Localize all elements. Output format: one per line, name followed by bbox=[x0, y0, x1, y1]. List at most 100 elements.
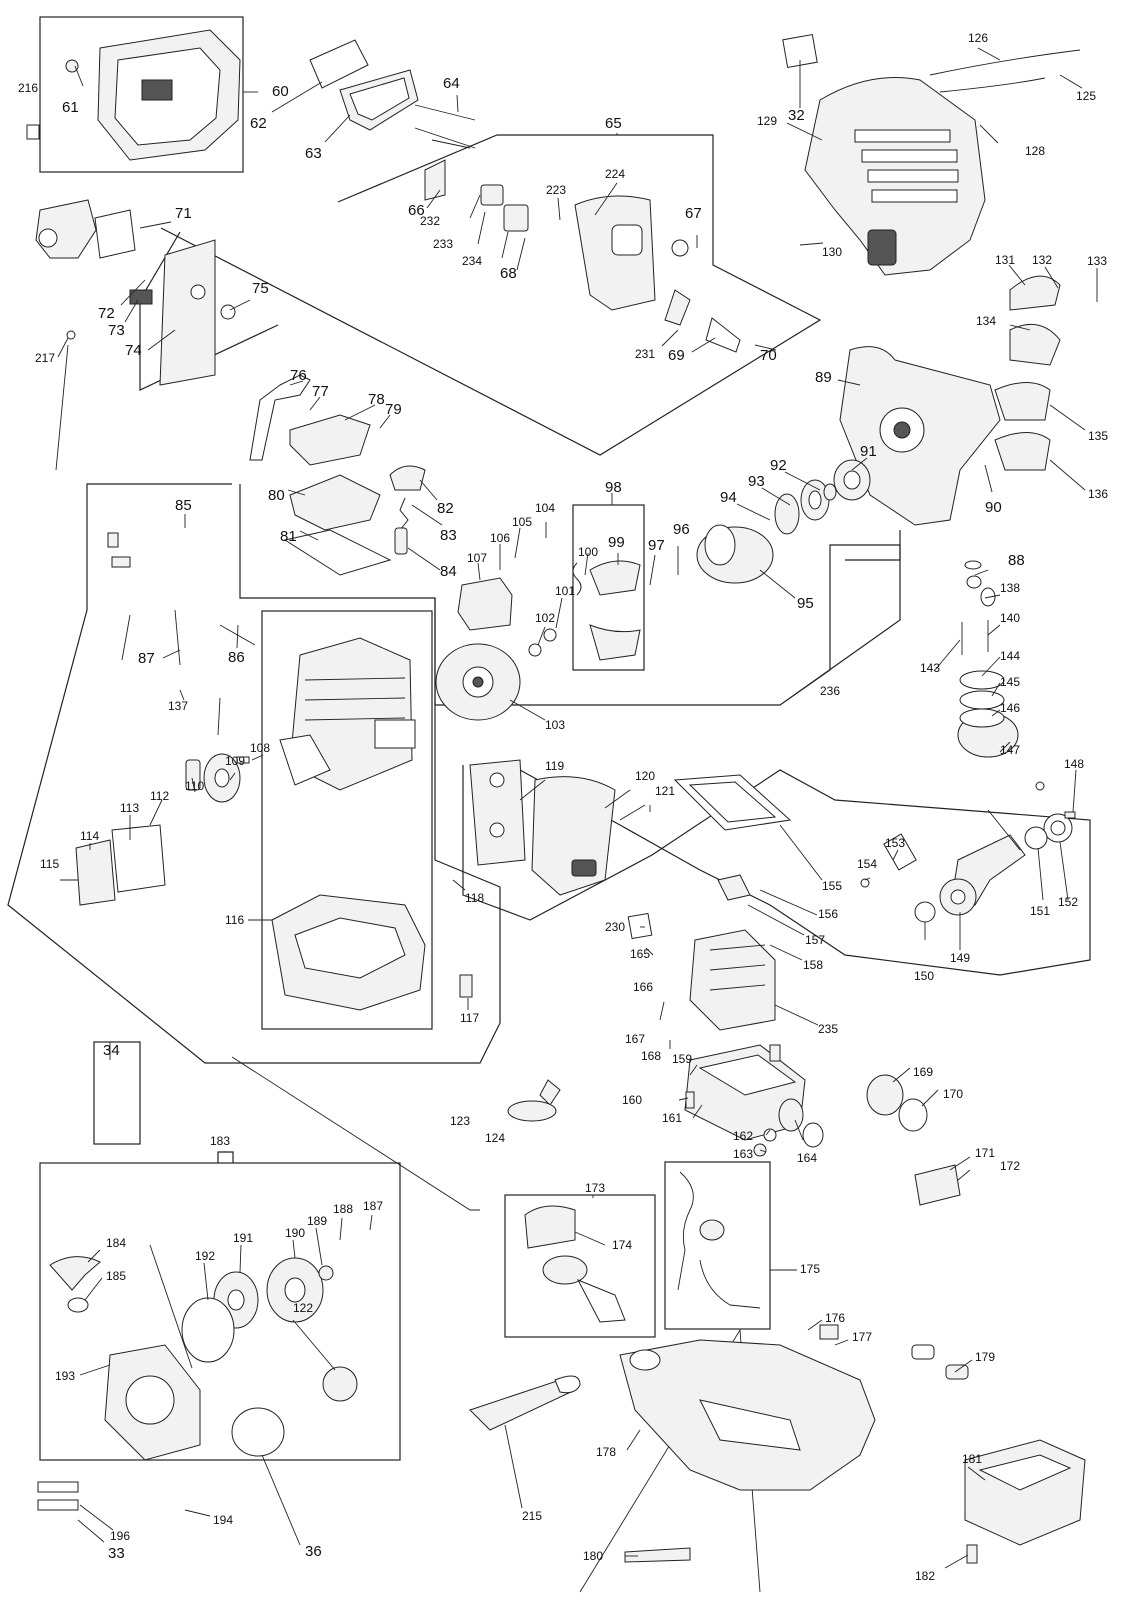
label-182: 182 bbox=[915, 1569, 935, 1583]
muffler-parts-icon bbox=[424, 159, 741, 353]
label-194: 194 bbox=[213, 1513, 233, 1527]
label-193: 193 bbox=[55, 1369, 75, 1383]
label-168: 168 bbox=[641, 1049, 661, 1063]
label-110: 110 bbox=[185, 779, 204, 793]
label-117: 117 bbox=[460, 1011, 479, 1025]
label-148: 148 bbox=[1064, 757, 1084, 771]
label-113: 113 bbox=[120, 801, 139, 815]
carburetor-icon bbox=[35, 199, 236, 471]
label-129: 129 bbox=[757, 114, 777, 128]
clutch-shoes-icon bbox=[572, 560, 641, 661]
muffler-icon bbox=[469, 759, 646, 896]
label-104: 104 bbox=[535, 501, 555, 515]
label-125: 125 bbox=[1076, 89, 1096, 103]
label-116: 116 bbox=[225, 913, 244, 927]
label-77: 77 bbox=[312, 383, 329, 400]
label-217: 217 bbox=[35, 351, 55, 365]
label-144: 144 bbox=[1000, 649, 1020, 663]
crankshaft-icon bbox=[883, 809, 1073, 923]
label-172: 172 bbox=[1000, 1159, 1020, 1173]
label-180: 180 bbox=[583, 1549, 603, 1563]
label-150: 150 bbox=[914, 969, 934, 983]
label-159: 159 bbox=[672, 1052, 692, 1066]
label-176: 176 bbox=[825, 1311, 845, 1325]
label-64: 64 bbox=[443, 75, 460, 92]
label-101: 101 bbox=[555, 584, 575, 598]
label-109: 109 bbox=[225, 754, 245, 768]
label-196: 196 bbox=[110, 1529, 130, 1543]
label-97: 97 bbox=[648, 537, 665, 554]
label-33: 33 bbox=[108, 1545, 125, 1562]
label-188: 188 bbox=[333, 1202, 353, 1216]
label-106: 106 bbox=[490, 531, 510, 545]
label-92: 92 bbox=[770, 457, 787, 474]
label-74: 74 bbox=[125, 342, 142, 359]
label-65: 65 bbox=[605, 115, 622, 132]
label-70: 70 bbox=[760, 347, 777, 364]
label-83: 83 bbox=[440, 527, 457, 544]
fuel-tank-icon bbox=[469, 1339, 876, 1563]
label-181: 181 bbox=[962, 1452, 982, 1466]
muffler-frame bbox=[160, 134, 822, 456]
label-73: 73 bbox=[108, 322, 125, 339]
tank-guide bbox=[579, 1328, 761, 1593]
intake-parts-icon bbox=[75, 697, 250, 906]
label-112: 112 bbox=[150, 789, 169, 803]
label-160: 160 bbox=[622, 1093, 642, 1107]
label-80: 80 bbox=[268, 487, 285, 504]
label-81: 81 bbox=[280, 528, 297, 545]
label-85: 85 bbox=[175, 497, 192, 514]
label-189: 189 bbox=[307, 1214, 327, 1228]
label-102: 102 bbox=[535, 611, 555, 625]
flywheel-icon bbox=[435, 577, 557, 721]
label-95: 95 bbox=[797, 595, 814, 612]
label-152: 152 bbox=[1058, 895, 1078, 909]
air-cleaner-case-icon bbox=[65, 29, 241, 161]
label-61: 61 bbox=[62, 99, 79, 116]
label-171: 171 bbox=[975, 1146, 995, 1160]
label-161: 161 bbox=[662, 1111, 682, 1125]
label-68: 68 bbox=[500, 265, 517, 282]
oil-tank-icon bbox=[684, 1044, 961, 1206]
starter-guide bbox=[231, 1056, 480, 1211]
label-89: 89 bbox=[815, 369, 832, 386]
label-87: 87 bbox=[138, 650, 155, 667]
label-96: 96 bbox=[673, 521, 690, 538]
label-124: 124 bbox=[485, 1131, 505, 1145]
label-185: 185 bbox=[106, 1269, 126, 1283]
recoil-starter-icon bbox=[37, 1244, 358, 1511]
fuel-cap-icon bbox=[524, 1205, 626, 1323]
label-192: 192 bbox=[195, 1249, 215, 1263]
label-103: 103 bbox=[545, 718, 565, 732]
label-173: 173 bbox=[585, 1181, 605, 1195]
label-93: 93 bbox=[748, 473, 765, 490]
label-183: 183 bbox=[210, 1134, 230, 1148]
label-235: 235 bbox=[818, 1022, 838, 1036]
label-67: 67 bbox=[685, 205, 702, 222]
frames bbox=[7, 16, 1091, 1593]
crankcase-icon bbox=[271, 894, 473, 1011]
starter-tag bbox=[217, 1151, 234, 1163]
label-178: 178 bbox=[596, 1445, 616, 1459]
label-71: 71 bbox=[175, 205, 192, 222]
label-163: 163 bbox=[733, 1147, 753, 1161]
label-175: 175 bbox=[800, 1262, 820, 1276]
label-137: 137 bbox=[168, 699, 188, 713]
label-126: 126 bbox=[968, 31, 988, 45]
label-236: 236 bbox=[820, 684, 840, 698]
label-114: 114 bbox=[80, 829, 99, 843]
label-231: 231 bbox=[635, 347, 655, 361]
label-100: 100 bbox=[578, 545, 598, 559]
label-170: 170 bbox=[943, 1087, 963, 1101]
label-143: 143 bbox=[920, 661, 940, 675]
label-94: 94 bbox=[720, 489, 737, 506]
label-179: 179 bbox=[975, 1350, 995, 1364]
label-119: 119 bbox=[545, 759, 564, 773]
label-190: 190 bbox=[285, 1226, 305, 1240]
label-224: 224 bbox=[605, 167, 625, 181]
label-122: 122 bbox=[293, 1301, 313, 1315]
label-62: 62 bbox=[250, 115, 267, 132]
label-118: 118 bbox=[465, 891, 484, 905]
